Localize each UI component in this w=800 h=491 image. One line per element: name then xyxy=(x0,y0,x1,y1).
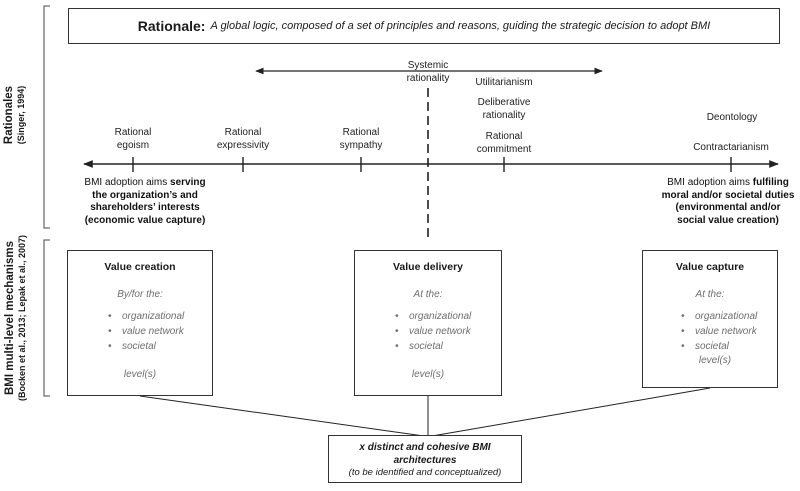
bmi-architectures-box: x distinct and cohesive BMI architecture… xyxy=(328,435,522,483)
rationales-title: Rationales xyxy=(3,85,15,145)
value-delivery-intro: At the: xyxy=(413,289,443,300)
deontology-label: Deontology xyxy=(706,112,758,123)
rational-commitment-label: Rational commitment xyxy=(476,131,532,155)
outcome-title-line1: x distinct and cohesive BMI xyxy=(359,442,491,453)
contractarianism-label: Contractarianism xyxy=(693,142,769,153)
list-item: organizational xyxy=(108,309,184,324)
mechanisms-title: BMI multi-level mechanisms xyxy=(4,240,16,396)
value-delivery-title: Value delivery xyxy=(392,261,464,273)
mechanisms-source: (Bocken et al., 2013; Lepak et al., 2007… xyxy=(17,234,28,402)
list-item: organizational xyxy=(395,309,471,324)
value-capture-levels: organizational value network societal xyxy=(681,309,757,354)
value-delivery-levels: organizational value network societal xyxy=(395,309,471,354)
value-creation-level-suffix: level(s) xyxy=(123,369,157,380)
deliberative-rationality-label: Deliberative rationality xyxy=(477,97,531,121)
rationale-lead: Rationale: xyxy=(137,18,206,34)
value-creation-intro: By/for the: xyxy=(117,289,163,300)
value-capture-level-suffix: level(s) xyxy=(698,355,732,366)
rationales-side-label: Rationales (Singer, 1994) xyxy=(3,55,33,175)
list-item: organizational xyxy=(681,309,757,324)
outcome-subtitle: (to be identified and conceptualized) xyxy=(348,467,502,478)
value-capture-box: Value capture At the: organizational val… xyxy=(642,250,778,388)
value-delivery-box: Value delivery At the: organizational va… xyxy=(354,250,502,396)
rationales-source: (Singer, 1994) xyxy=(16,85,27,145)
list-item: value network xyxy=(108,324,184,339)
rationales-bracket xyxy=(43,5,50,229)
list-item: value network xyxy=(395,324,471,339)
mechanisms-bracket xyxy=(43,239,50,397)
capture-to-outcome xyxy=(431,387,711,437)
outcome-title-line2: architectures xyxy=(393,455,457,466)
value-capture-intro: At the: xyxy=(695,289,725,300)
value-delivery-level-suffix: level(s) xyxy=(411,369,445,380)
rational-expressivity-label: Rational expressivity xyxy=(216,127,270,151)
utilitarianism-label: Utilitarianism xyxy=(475,77,533,88)
rationale-definition: A global logic, composed of a set of pri… xyxy=(210,20,711,32)
creation-to-outcome xyxy=(139,395,425,437)
list-item: societal xyxy=(681,339,757,354)
rational-sympathy-label: Rational sympathy xyxy=(339,127,383,151)
right-axis-note: BMI adoption aims fulfiling moral and/or… xyxy=(661,177,795,226)
value-capture-title: Value capture xyxy=(675,261,745,273)
rational-egoism-label: Rational egoism xyxy=(114,127,152,151)
list-item: value network xyxy=(681,324,757,339)
value-creation-levels: organizational value network societal xyxy=(108,309,184,354)
list-item: societal xyxy=(395,339,471,354)
value-creation-title: Value creation xyxy=(104,261,176,273)
list-item: societal xyxy=(108,339,184,354)
left-axis-note: BMI adoption aims serving the organizati… xyxy=(84,177,206,226)
value-creation-box: Value creation By/for the: organizationa… xyxy=(67,250,213,396)
mechanisms-side-label: BMI multi-level mechanisms (Bocken et al… xyxy=(4,213,34,423)
rationale-definition-box: Rationale: A global logic, composed of a… xyxy=(68,8,780,44)
systemic-rationality-label: Systemic rationality xyxy=(406,60,450,84)
